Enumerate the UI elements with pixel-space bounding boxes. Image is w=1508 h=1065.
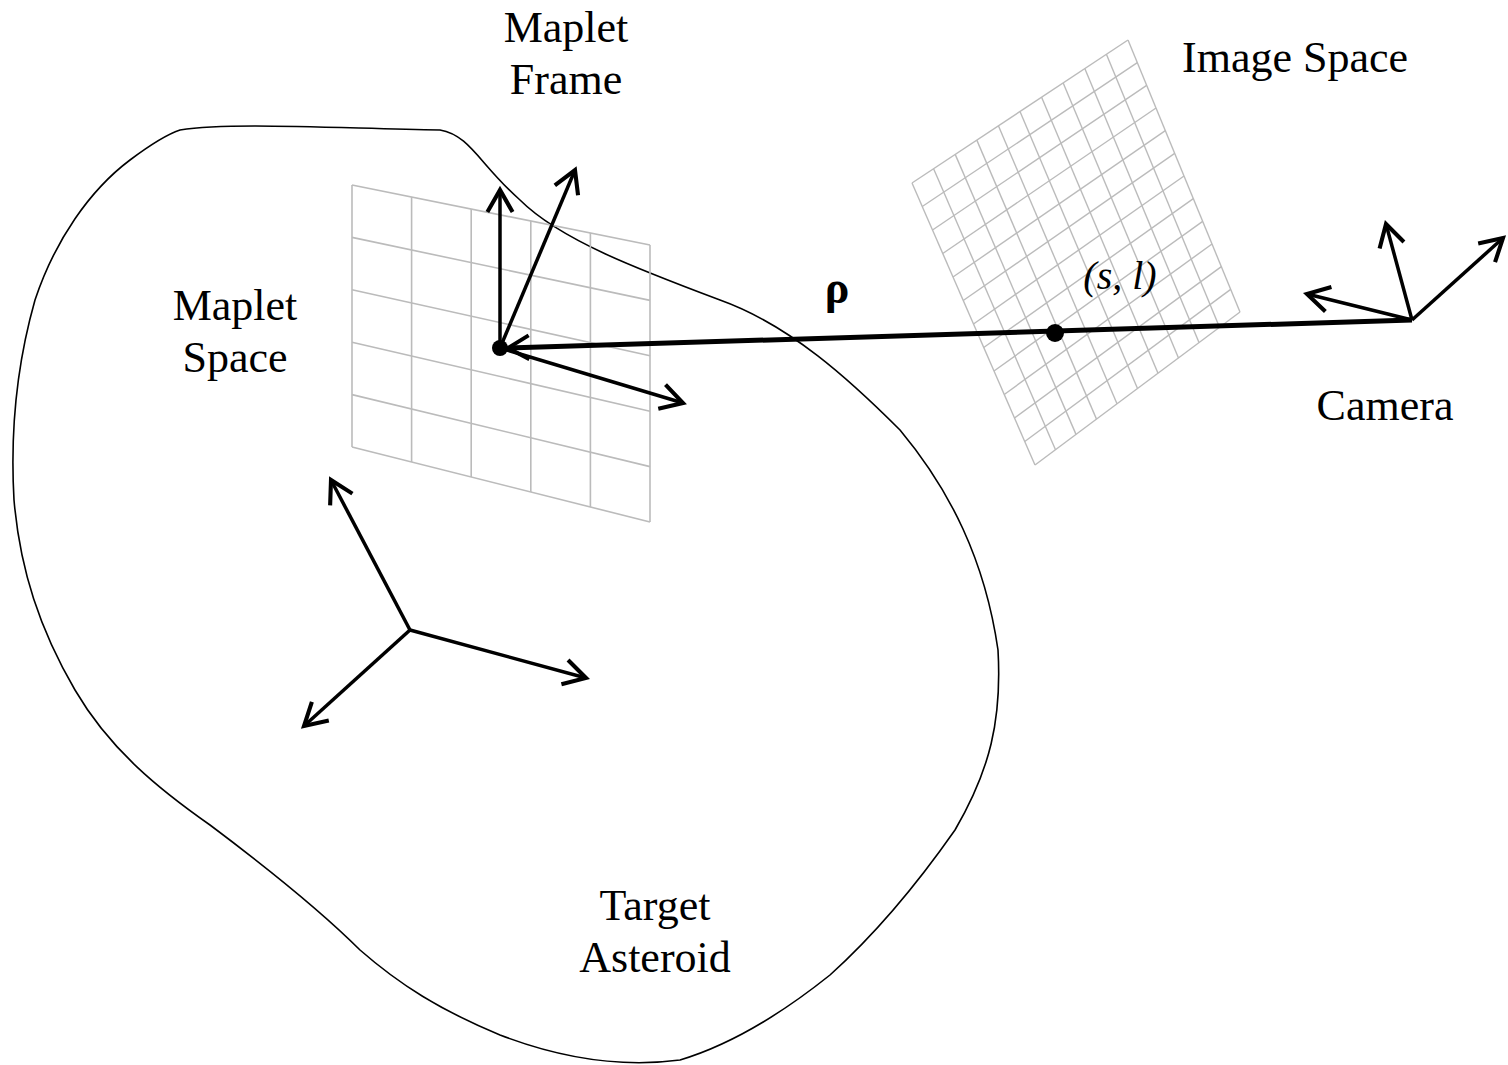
grid-line xyxy=(974,176,1185,324)
grid-line xyxy=(922,63,1137,207)
space-label: Maplet Space xyxy=(140,280,330,384)
grid-line xyxy=(649,245,651,522)
asteroid-outline xyxy=(13,126,999,1063)
camera-frame-axes xyxy=(1307,224,1503,320)
grid-line xyxy=(912,40,1128,183)
camera-label: Camera xyxy=(1290,380,1480,432)
space-label: Image Space xyxy=(1160,32,1430,84)
body-frame-axes xyxy=(304,480,586,726)
grid-line xyxy=(1004,244,1212,395)
grid-line xyxy=(1035,312,1240,465)
vector-symbol: ρ xyxy=(812,262,862,314)
grid-line xyxy=(411,197,413,462)
grid-line xyxy=(943,108,1156,254)
maplet-origin xyxy=(492,340,508,356)
grid-line xyxy=(352,447,650,522)
grid-line xyxy=(984,199,1194,348)
image-point xyxy=(1046,324,1064,342)
grid-line xyxy=(351,185,353,447)
grid-line xyxy=(994,221,1203,371)
grid-line xyxy=(470,209,472,477)
pixel-coordinate: (s, l) xyxy=(1050,250,1190,302)
maplet-grid xyxy=(352,185,650,522)
grid-line xyxy=(590,233,592,507)
grid-line xyxy=(933,85,1147,230)
maplet-frame-axes xyxy=(500,170,683,403)
grid-line xyxy=(352,395,650,467)
image-grid xyxy=(912,40,1240,465)
grid-line xyxy=(1025,289,1231,441)
frame-label: Maplet Frame xyxy=(470,2,662,106)
rho-vector xyxy=(508,320,1412,348)
body-label: Target Asteroid xyxy=(540,880,770,984)
